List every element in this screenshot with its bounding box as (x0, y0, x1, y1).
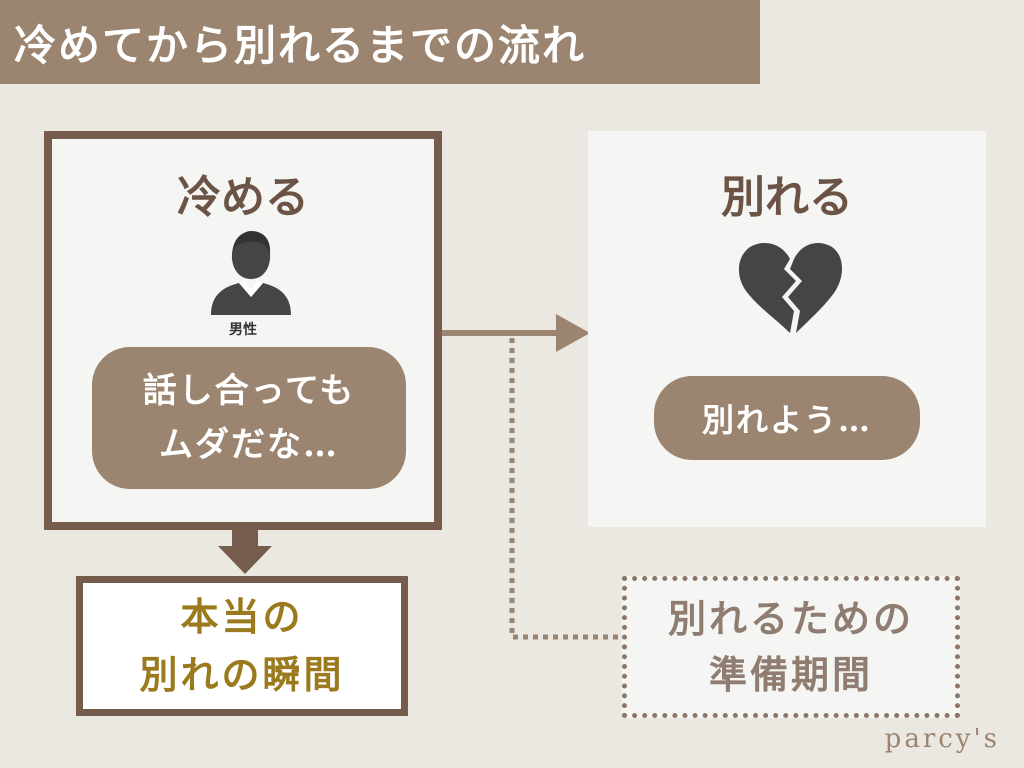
title-bar: 冷めてから別れるまでの流れ (0, 0, 760, 84)
prep-dotted-line (509, 338, 622, 640)
prep-line-2: 準備期間 (708, 652, 873, 697)
cool-speech-line-2: ムダだな… (158, 425, 339, 465)
arrow-to-break-head (556, 314, 590, 352)
cool-panel: 冷める 男性 話し合っても ムダだな… (44, 131, 442, 530)
brand-watermark: parcy's (884, 724, 1000, 754)
page-title: 冷めてから別れるまでの流れ (14, 20, 587, 70)
break-heading: 別れる (721, 172, 853, 223)
break-speech-text: 別れよう… (701, 401, 872, 439)
arrow-down-head (218, 546, 272, 574)
moment-line-1: 本当の (180, 594, 304, 639)
break-speech-bubble: 別れよう… (654, 376, 920, 460)
preparation-period-box: 別れるための 準備期間 (622, 576, 960, 718)
prep-line-1: 別れるための (667, 596, 914, 641)
true-breakup-moment-box: 本当の 別れの瞬間 (76, 576, 408, 716)
broken-heart-icon (738, 243, 842, 333)
cool-speech-bubble: 話し合っても ムダだな… (92, 347, 406, 489)
break-panel: 別れる 別れよう… (588, 131, 986, 527)
moment-line-2: 別れの瞬間 (139, 652, 345, 697)
cool-speech-line-1: 話し合っても (142, 371, 356, 411)
person-caption: 男性 (229, 322, 257, 338)
person-icon (211, 231, 291, 315)
cool-heading: 冷める (177, 172, 309, 223)
